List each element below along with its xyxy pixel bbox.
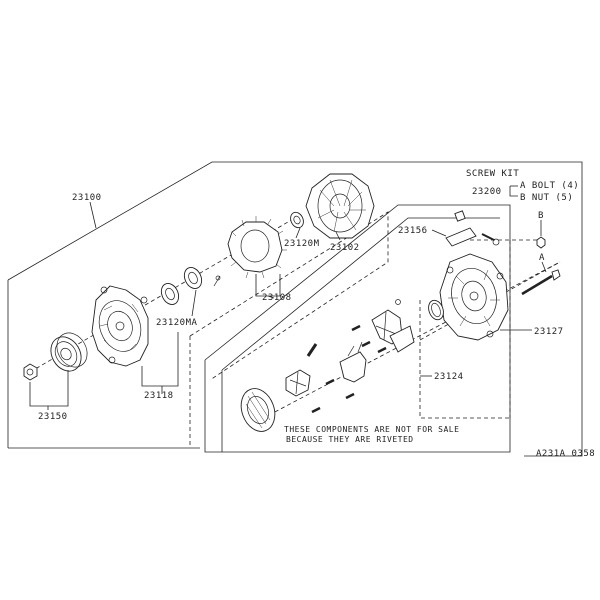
label-23127: 23127 xyxy=(534,327,564,337)
pulley-nut-part xyxy=(23,363,38,381)
label-23156: 23156 xyxy=(398,226,428,236)
label-23108: 23108 xyxy=(262,293,292,303)
label-23124: 23124 xyxy=(434,372,464,382)
outer-frame xyxy=(7,161,583,457)
label-23120m: 23120M xyxy=(284,239,320,249)
label-23120ma: 23120MA xyxy=(156,318,198,328)
notice-line-1: THESE COMPONENTS ARE NOT FOR SALE xyxy=(284,425,459,434)
rotor-group-box xyxy=(189,211,389,446)
label-23100: 23100 xyxy=(72,193,102,203)
screw-kit-title: SCREW KIT xyxy=(466,169,519,179)
leader-lines xyxy=(29,185,532,410)
leader-23156 xyxy=(431,229,447,237)
o-ring-part xyxy=(428,299,444,321)
screw-kit-nut: B NUT (5) xyxy=(520,193,573,203)
label-ref-a: A xyxy=(539,253,545,263)
rotor-part xyxy=(305,173,375,239)
pulley-part xyxy=(50,332,88,372)
label-23118: 23118 xyxy=(144,391,174,401)
leader-ref-a xyxy=(541,261,547,273)
inner-frame xyxy=(204,204,511,453)
label-23200: 23200 xyxy=(472,187,502,197)
diagram-ref-code: A231A 0358 xyxy=(536,449,595,459)
stator-part xyxy=(227,216,287,279)
brush-holder-part xyxy=(445,210,500,247)
small-screws-part xyxy=(311,324,387,414)
label-ref-b: B xyxy=(538,211,544,221)
rectifier-part xyxy=(339,341,367,383)
regulator-part xyxy=(371,299,415,353)
label-23102: 23102 xyxy=(330,243,360,253)
end-plate-part xyxy=(240,388,276,432)
rear-bearing-part xyxy=(290,211,304,229)
notice-line-2: BECAUSE THEY ARE RIVETED xyxy=(286,435,414,444)
through-bolt-part xyxy=(521,269,561,296)
brush-plate-part xyxy=(285,343,318,397)
rear-cover-part xyxy=(439,253,509,341)
front-bearing-part xyxy=(160,267,221,305)
screw-kit-bolt: A BOLT (4) xyxy=(520,181,579,191)
label-23150: 23150 xyxy=(38,412,68,422)
rectifier-sub-box xyxy=(419,240,511,419)
front-housing-part xyxy=(91,285,149,367)
nut-b-part xyxy=(536,236,546,249)
